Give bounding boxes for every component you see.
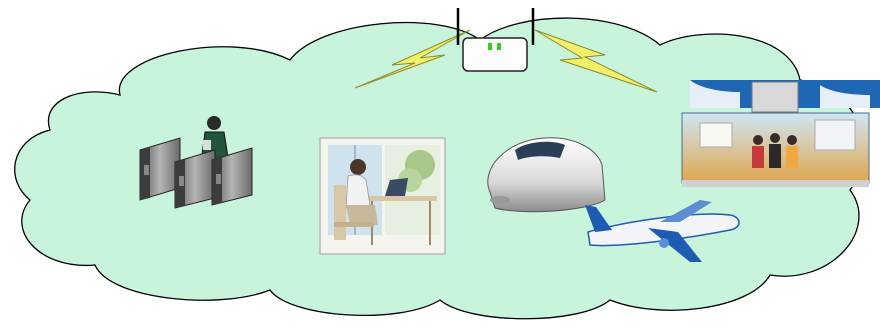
- shop-icon: [682, 80, 880, 187]
- woman-laptop-icon: [320, 138, 445, 254]
- access-point-icon: [458, 8, 533, 71]
